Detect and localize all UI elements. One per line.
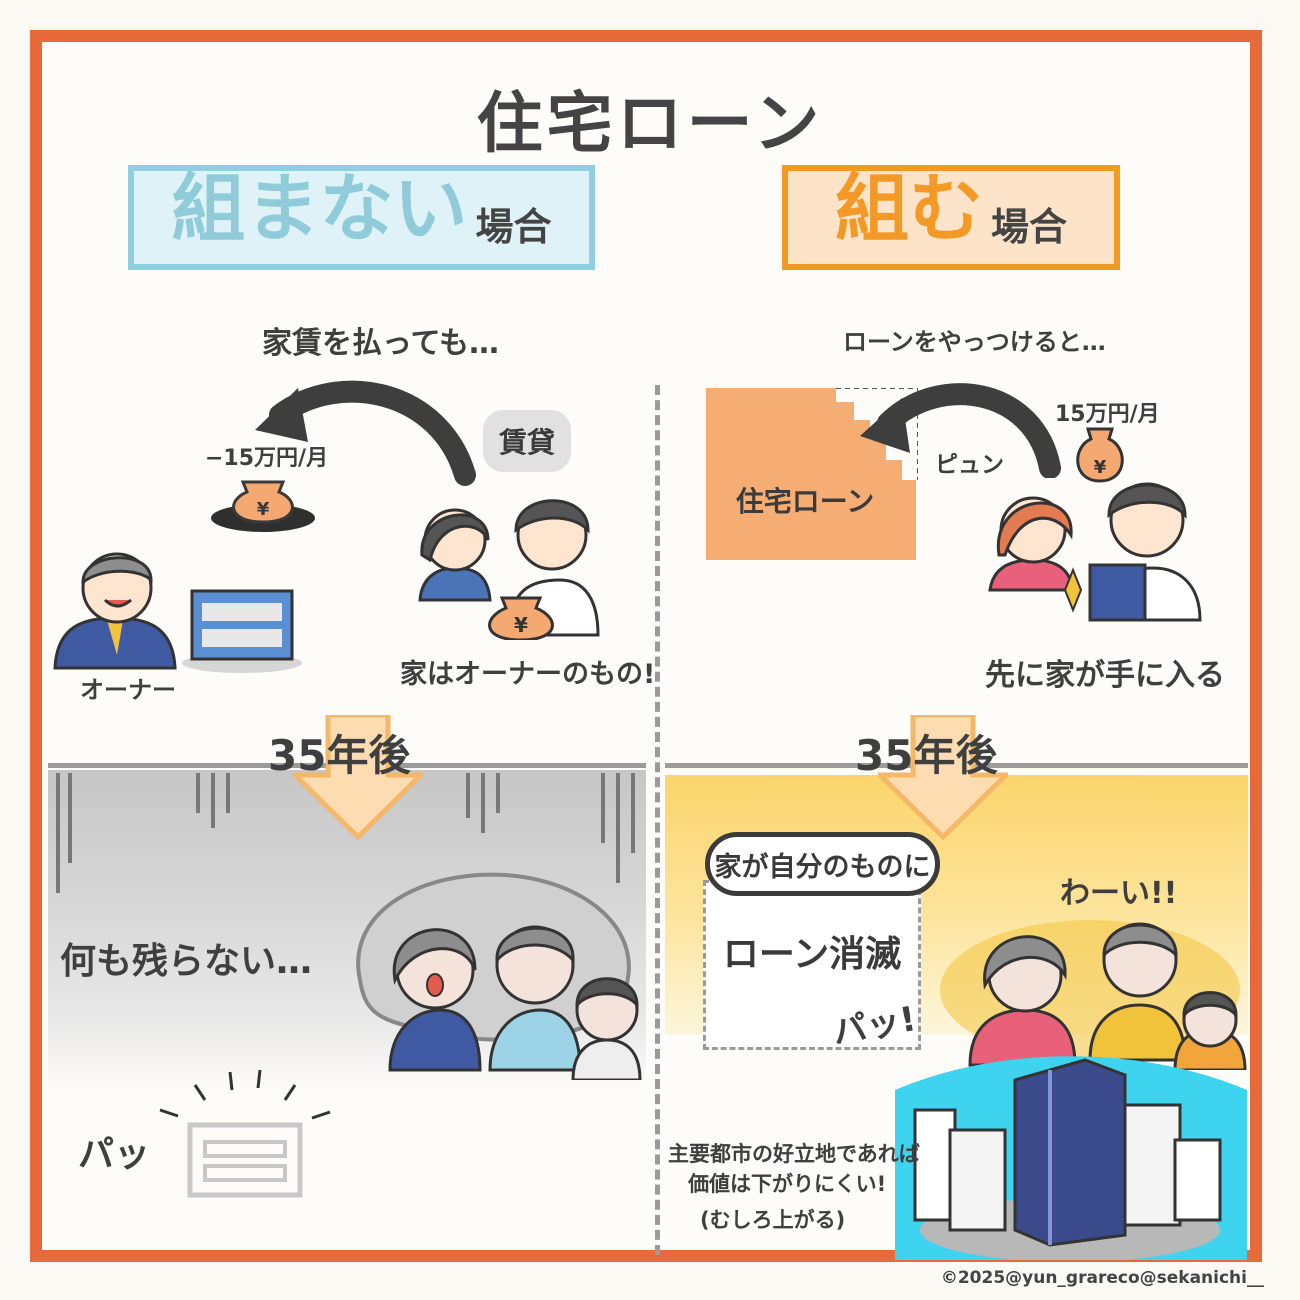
city-buildings-icon [895, 1056, 1247, 1260]
owner-label: オーナー [80, 676, 176, 704]
right-years-label: 35年後 [855, 731, 998, 780]
header-no-loan: 組まない 場合 [128, 165, 595, 270]
header-no-loan-big: 組まない [171, 166, 468, 252]
right-money-bag-icon: ¥ [1076, 427, 1124, 483]
header-with-loan-small: 場合 [990, 205, 1067, 249]
happy-couple-with-house-icon [988, 482, 1202, 622]
svg-text:¥: ¥ [1094, 457, 1107, 478]
right-caption-top: ローンをやっつけると… [843, 328, 1106, 356]
rent-chip: 賃貸 [483, 410, 571, 472]
nothing-left-text: 何も残らない… [60, 941, 313, 982]
shocked-family-icon [356, 872, 642, 1080]
monthly-payment-label: 15万円/月 [1055, 402, 1160, 427]
celebrating-family-icon [940, 920, 1247, 1070]
left-curved-arrow-icon [255, 380, 476, 486]
owner-person-icon [53, 552, 177, 670]
left-caption-top: 家賃を払っても… [262, 326, 499, 361]
svg-text:¥: ¥ [257, 499, 270, 520]
gloom-lines-decoration [56, 773, 635, 893]
renting-couple-icon: ¥ [418, 499, 600, 640]
speech-bubble: 家が自分のものに [705, 832, 940, 896]
value-note-line1: 主要都市の好立地であれば [668, 1142, 920, 1166]
get-house-first-text: 先に家が手に入る [985, 658, 1225, 693]
left-vanish-sfx: パッ [78, 1134, 151, 1175]
loan-block-label: 住宅ローン [735, 485, 875, 518]
value-note-line2: 価値は下がりにくい! [688, 1172, 887, 1196]
svg-text:¥: ¥ [514, 613, 528, 637]
cheer-text: わーい!! [1060, 876, 1178, 911]
minus-rent-label: −15万円/月 [205, 446, 329, 471]
page-title: 住宅ローン [476, 85, 824, 162]
vanished-building-icon [159, 1070, 331, 1198]
money-bag-puddle-icon: ¥ [211, 480, 315, 532]
apartment-building-icon [182, 589, 302, 673]
value-note-line3: (むしろ上がる) [700, 1208, 846, 1232]
right-curved-arrow-icon [860, 383, 1061, 478]
left-down-arrow-icon [293, 715, 423, 840]
owner-house-note: 家はオーナーのもの! [400, 659, 656, 690]
center-divider [655, 385, 660, 1255]
header-with-loan: 組む 場合 [782, 165, 1120, 270]
pyun-sfx: ピュン [935, 452, 1004, 478]
header-with-loan-big: 組む [834, 166, 983, 252]
copyright-credit: ©2025@yun_grareco@sekanichi__ [940, 1268, 1264, 1288]
loan-cleared-text: ローン消滅 [722, 934, 902, 975]
header-no-loan-small: 場合 [475, 205, 552, 249]
left-years-label: 35年後 [268, 731, 411, 780]
right-down-arrow-icon [878, 715, 1008, 840]
